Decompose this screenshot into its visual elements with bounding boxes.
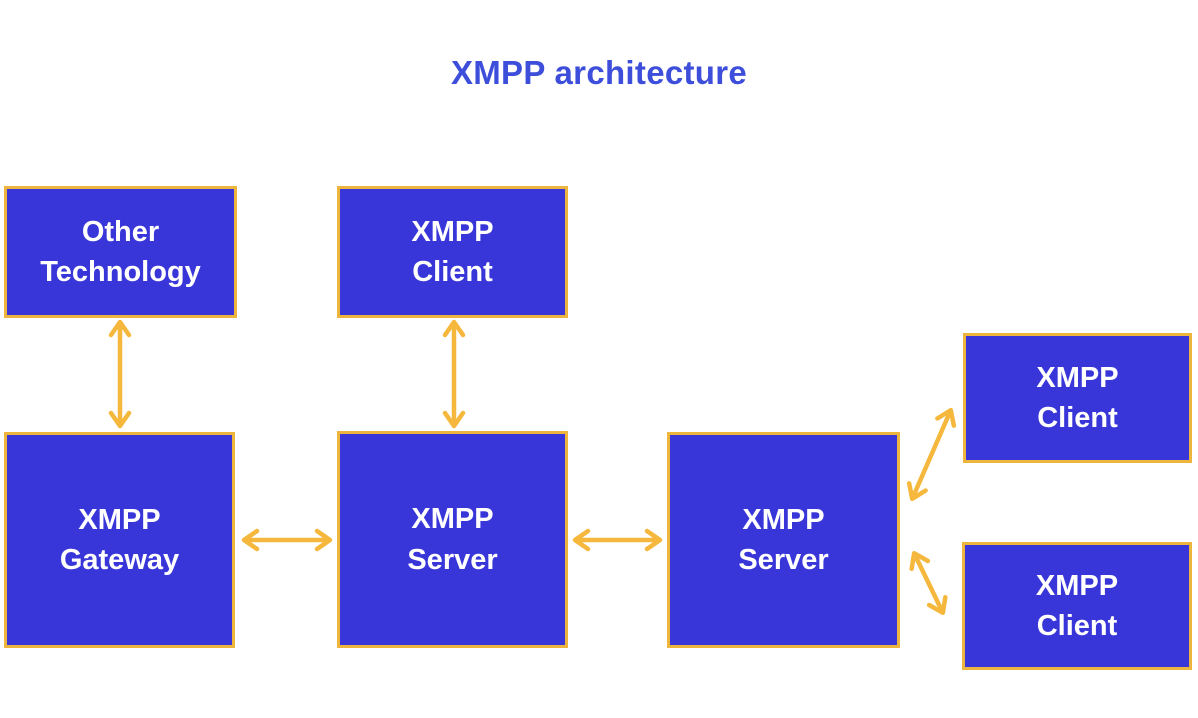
node-xmpp-client-right-bottom: XMPP Client bbox=[962, 542, 1192, 670]
arrow-server-right-to-client-right-bottom-icon bbox=[909, 550, 948, 616]
node-xmpp-client-right-top: XMPP Client bbox=[963, 333, 1192, 463]
node-xmpp-server-left: XMPP Server bbox=[337, 431, 568, 648]
diagram-title: XMPP architecture bbox=[450, 54, 748, 91]
node-xmpp-gateway: XMPP Gateway bbox=[4, 432, 235, 648]
arrow-server-right-to-client-right-top-icon bbox=[906, 407, 957, 502]
node-xmpp-client-top: XMPP Client bbox=[337, 186, 568, 318]
node-other-technology: Other Technology bbox=[4, 186, 237, 318]
node-xmpp-server-right: XMPP Server bbox=[667, 432, 900, 648]
